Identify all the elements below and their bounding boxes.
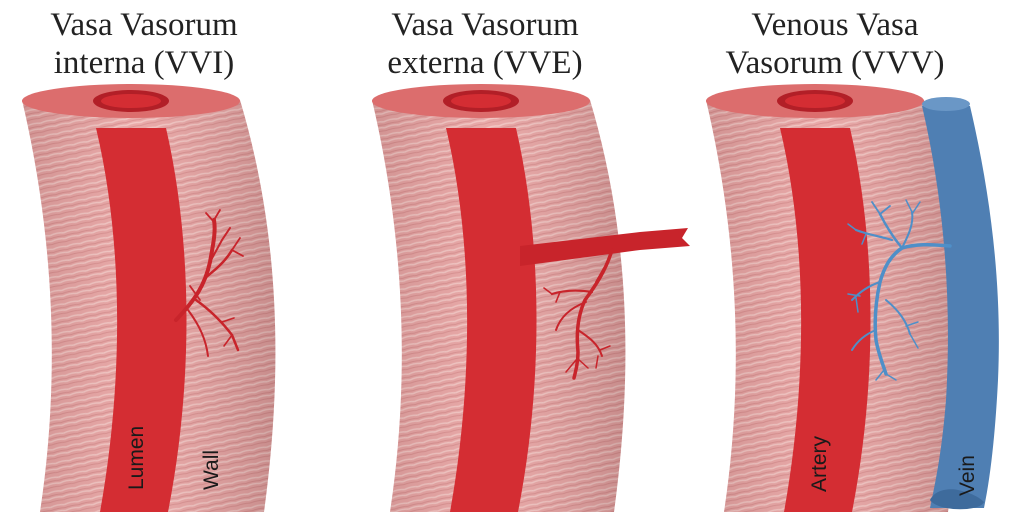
vein-label: Vein [956,455,979,496]
wall-label: Wall [200,450,223,490]
lumen-label: Lumen [125,426,148,490]
artery-label: Artery [808,435,831,492]
